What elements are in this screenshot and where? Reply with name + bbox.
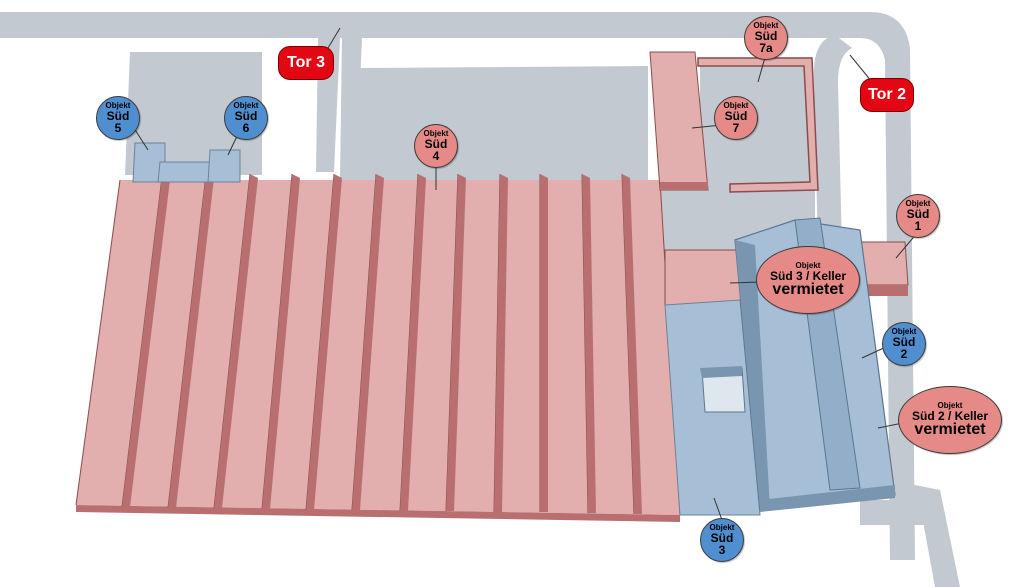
roads <box>0 12 960 587</box>
road-right-curve <box>813 35 852 250</box>
marker-caption: Objekt <box>105 101 131 110</box>
marker-number: 7a <box>759 41 773 55</box>
marker-number: 1 <box>914 219 922 233</box>
gate-tor-3[interactable]: Tor 3 <box>278 46 334 80</box>
marker-sued-3-keller[interactable]: Objekt Süd 3 / Keller vermietet <box>756 246 860 314</box>
marker-name: Süd <box>724 109 748 123</box>
marker-caption: Objekt <box>233 101 259 110</box>
marker-status: vermietet <box>772 281 844 298</box>
marker-number: 3 <box>718 543 726 557</box>
marker-name: Süd <box>710 531 734 545</box>
marker-number: 5 <box>114 121 122 135</box>
frame-7a <box>697 57 819 193</box>
road-bottom-right <box>860 500 945 525</box>
gate-tor-2[interactable]: Tor 2 <box>860 78 914 112</box>
marker-number: 7 <box>732 121 740 135</box>
marker-sued-3[interactable]: Objekt Süd 3 <box>700 518 744 562</box>
marker-sued-2[interactable]: Objekt Süd 2 <box>882 322 926 366</box>
building-sued-5-6 <box>132 142 241 183</box>
marker-name: Süd <box>906 207 930 221</box>
hall-front-edge <box>76 505 680 522</box>
tower-left-face <box>735 240 770 510</box>
marker-sued-7a[interactable]: Objekt Süd 7a <box>744 16 788 60</box>
marker-sued-1[interactable]: Objekt Süd 1 <box>896 194 940 238</box>
marker-number: 2 <box>900 347 908 361</box>
sued-1-side <box>860 285 908 296</box>
marker-name: Süd <box>754 29 778 43</box>
marker-caption: Objekt <box>905 199 931 208</box>
marker-sued-5[interactable]: Objekt Süd 5 <box>96 96 140 140</box>
marker-caption: Objekt <box>723 101 749 110</box>
marker-caption: Objekt <box>795 261 821 270</box>
marker-name: Süd <box>234 109 258 123</box>
building-sued-7 <box>649 51 819 193</box>
courtyard-box-top <box>700 366 742 378</box>
marker-caption: Objekt <box>753 21 779 30</box>
lot-center <box>356 66 648 180</box>
marker-number: 4 <box>432 149 440 163</box>
road-right-lower <box>890 480 960 587</box>
block-7 <box>649 51 709 191</box>
marker-caption: Objekt <box>937 401 963 410</box>
marker-number: 6 <box>242 121 250 135</box>
building-sued-4 <box>75 173 681 522</box>
small-block-b <box>157 161 216 183</box>
marker-caption: Objekt <box>709 523 735 532</box>
marker-sued-4[interactable]: Objekt Süd 4 <box>414 124 458 168</box>
marker-sued-6[interactable]: Objekt Süd 6 <box>224 96 268 140</box>
tower-front <box>760 485 895 512</box>
marker-sued-2-keller[interactable]: Objekt Süd 2 / Keller vermietet <box>898 386 1002 454</box>
marker-caption: Objekt <box>891 327 917 336</box>
building-sued-1 <box>854 241 909 296</box>
marker-name: Süd 3 / Keller <box>769 269 847 283</box>
block-7-side <box>660 182 708 190</box>
marker-name: Süd <box>106 109 130 123</box>
marker-sued-7[interactable]: Objekt Süd 7 <box>714 96 758 140</box>
marker-name: Süd <box>424 137 448 151</box>
marker-name: Süd <box>892 335 916 349</box>
small-block-c <box>207 149 241 183</box>
hall-stripe-sides <box>122 174 642 514</box>
marker-caption: Objekt <box>423 129 449 138</box>
marker-status: vermietet <box>914 421 986 438</box>
marker-name: Süd 2 / Keller <box>911 409 989 423</box>
